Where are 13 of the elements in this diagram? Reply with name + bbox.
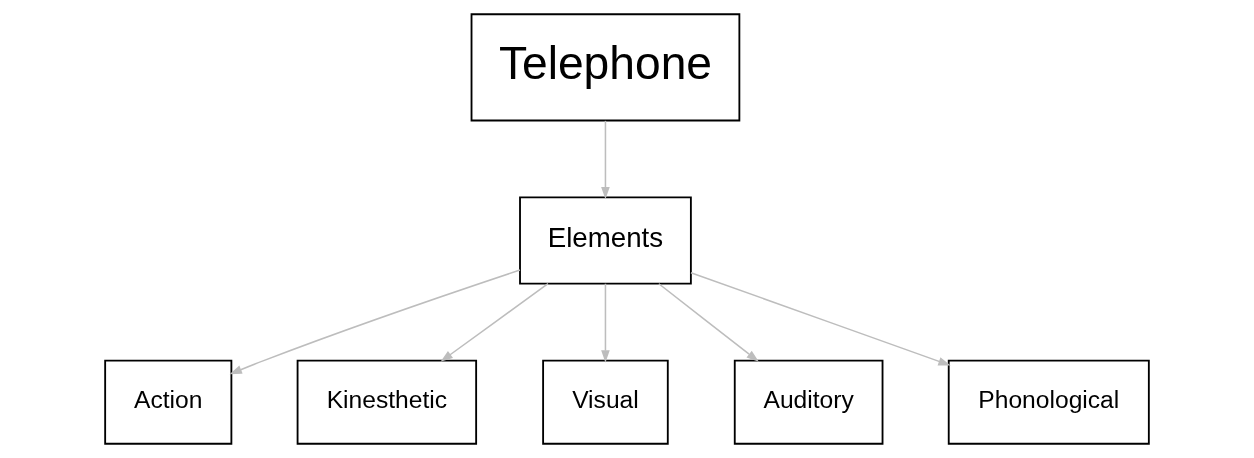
node-box: Phonological [947, 359, 1150, 445]
arrow [601, 120, 610, 200]
node-box: Telephone [470, 13, 741, 122]
node-box: Auditory [733, 359, 884, 445]
arrow [440, 282, 549, 362]
node-box: Kinesthetic [296, 359, 478, 445]
arrow [229, 269, 521, 375]
node-box: Elements [519, 196, 692, 285]
arrow [690, 271, 951, 366]
arrow [658, 282, 759, 362]
arrow [601, 282, 610, 363]
node-box: Visual [542, 359, 669, 445]
node-box: Action [104, 359, 233, 445]
